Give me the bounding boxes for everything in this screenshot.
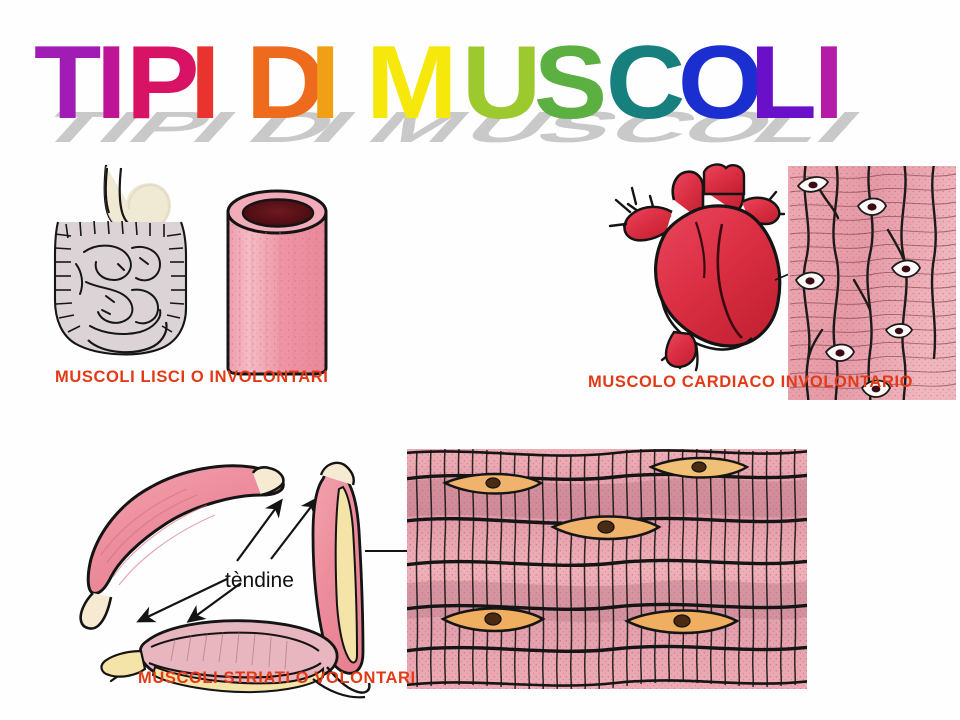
title-letter: O — [678, 24, 765, 140]
title-letter: I — [310, 24, 342, 140]
title-letter: D — [246, 24, 327, 140]
striated-muscle-illustration: tèndine — [79, 449, 807, 699]
arrow-lower-left — [136, 578, 228, 623]
figure-smooth-muscle — [28, 160, 388, 400]
title-letter: L — [750, 24, 818, 140]
biceps-muscle-drawing — [79, 464, 285, 630]
title-letter: I — [190, 24, 222, 140]
flexed-arm-drawing — [100, 461, 371, 699]
striated-nuclei — [440, 456, 750, 635]
title-letter: U — [462, 24, 543, 140]
title-letter: T — [34, 24, 102, 140]
smooth-muscle-tube-cross-section — [226, 189, 328, 376]
stomach-intestines-drawing — [53, 164, 188, 356]
arrow-upper-left — [236, 498, 283, 562]
figure-striated-muscle: tèndine — [55, 435, 815, 705]
title-letter: M — [366, 24, 459, 140]
arrow-lower-right — [186, 582, 242, 623]
cardiac-muscle-tissue — [788, 166, 956, 400]
striated-muscle-tissue — [407, 449, 807, 689]
title-letter: P — [126, 24, 201, 140]
heart-drawing — [608, 163, 786, 372]
title-letter: I — [814, 24, 846, 140]
title-letter: C — [606, 24, 687, 140]
caption-smooth-muscle: MUSCOLI LISCI O INVOLONTARI — [55, 368, 329, 386]
caption-cardiac-muscle: MUSCOLO CARDIACO INVOLONTARIO — [588, 373, 914, 391]
tendine-label: tèndine — [225, 569, 294, 592]
arrow-upper-right — [270, 496, 319, 560]
cardiac-nuclei — [794, 176, 921, 398]
smooth-muscle-illustration — [53, 164, 328, 376]
title-letter: S — [534, 24, 609, 140]
cardiac-muscle-illustration — [608, 163, 956, 400]
caption-striated-muscle: MUSCOLI STRIATI O VOLONTARI — [138, 669, 416, 687]
tendon-arrows — [136, 496, 319, 623]
title-letter: I — [96, 24, 128, 140]
figure-cardiac-muscle — [570, 160, 960, 405]
